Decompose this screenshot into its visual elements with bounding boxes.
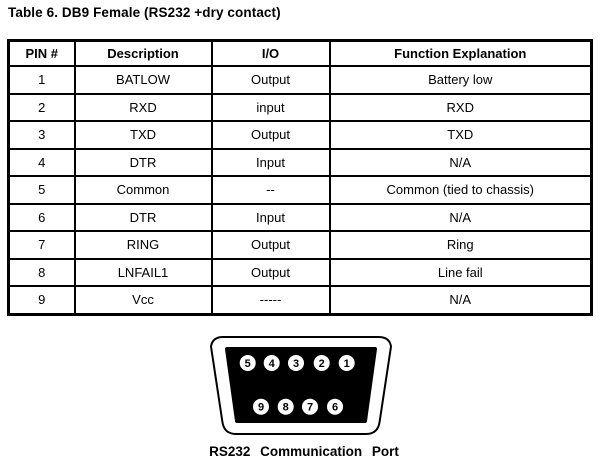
table-cell: Input: [210, 147, 331, 177]
table-cell: Battery low: [328, 65, 593, 95]
table-cell: Common: [73, 175, 213, 205]
table-cell: N/A: [328, 147, 593, 177]
column-header-function-explanation: Function Explanation: [328, 39, 593, 67]
pin-6: 6: [327, 398, 343, 415]
pin-number-label: 3: [293, 358, 299, 370]
pin-number-label: 9: [258, 402, 264, 414]
table-cell: RXD: [328, 92, 593, 122]
table-cell: N/A: [328, 202, 593, 232]
table-cell: --: [210, 175, 331, 205]
pin-number-label: 4: [269, 358, 276, 370]
column-header-description: Description: [73, 39, 213, 67]
pin-9: 9: [253, 398, 269, 415]
table-cell: RING: [73, 230, 213, 260]
table-cell: Input: [210, 202, 331, 232]
pin-circle: [253, 398, 269, 415]
pin-7: 7: [302, 398, 318, 415]
table-cell: N/A: [328, 285, 593, 315]
column-header-i-o: I/O: [210, 39, 331, 67]
table-cell: input: [210, 92, 331, 122]
table-cell: Line fail: [328, 257, 593, 287]
table-cell: DTR: [73, 202, 213, 232]
pin-circle: [277, 398, 294, 415]
pin-number-label: 1: [344, 358, 350, 370]
table-cell: 8: [7, 257, 76, 287]
column-header-pin: PIN #: [7, 39, 76, 67]
table-cell: 9: [7, 285, 76, 315]
table-cell: 7: [7, 230, 76, 260]
pin-circle: [302, 398, 318, 415]
pin-circle: [338, 355, 355, 371]
pin-2: 2: [313, 355, 330, 371]
table-cell: 4: [7, 147, 76, 177]
pin-3: 3: [288, 355, 304, 371]
pin-circle: [288, 355, 304, 371]
table-cell: 3: [7, 120, 76, 150]
table-cell: 2: [7, 92, 76, 122]
table-cell: TXD: [328, 120, 593, 150]
table-cell: DTR: [73, 147, 213, 177]
pin-number-label: 6: [332, 402, 338, 414]
pin-circle: [263, 355, 280, 371]
table-cell: Ring: [328, 230, 593, 260]
pin-1: 1: [338, 355, 355, 371]
pin-circle: [313, 355, 330, 371]
db9-connector-diagram: 5 4 3 2 1 9 8 7 6: [195, 333, 405, 438]
table-cell: Vcc: [73, 285, 213, 315]
connector-caption: RS232 Communication Port: [209, 444, 399, 459]
table-cell: Common (tied to chassis): [328, 175, 593, 205]
pin-circle: [239, 355, 256, 371]
table-cell: Output: [210, 230, 331, 260]
pin-number-label: 2: [319, 358, 325, 370]
table-title: Table 6. DB9 Female (RS232 +dry contact): [8, 5, 281, 20]
table-cell: Output: [210, 65, 331, 95]
pin-number-label: 8: [283, 402, 289, 414]
db9-connector-graphic: 5 4 3 2 1 9 8 7 6: [209, 336, 393, 435]
table-cell: 6: [7, 202, 76, 232]
table-cell: RXD: [73, 92, 213, 122]
table-cell: 5: [7, 175, 76, 205]
pin-circle: [327, 398, 343, 415]
table-cell: BATLOW: [73, 65, 213, 95]
pin-8: 8: [277, 398, 294, 415]
pin-5: 5: [239, 355, 256, 371]
pin-number-label: 7: [307, 402, 313, 414]
table-cell: 1: [7, 65, 76, 95]
table-cell: -----: [210, 285, 331, 315]
table-cell: Output: [210, 257, 331, 287]
table-cell: TXD: [73, 120, 213, 150]
table-cell: LNFAIL1: [73, 257, 213, 287]
pin-4: 4: [263, 355, 280, 371]
pin-number-label: 5: [245, 358, 251, 370]
table-cell: Output: [210, 120, 331, 150]
